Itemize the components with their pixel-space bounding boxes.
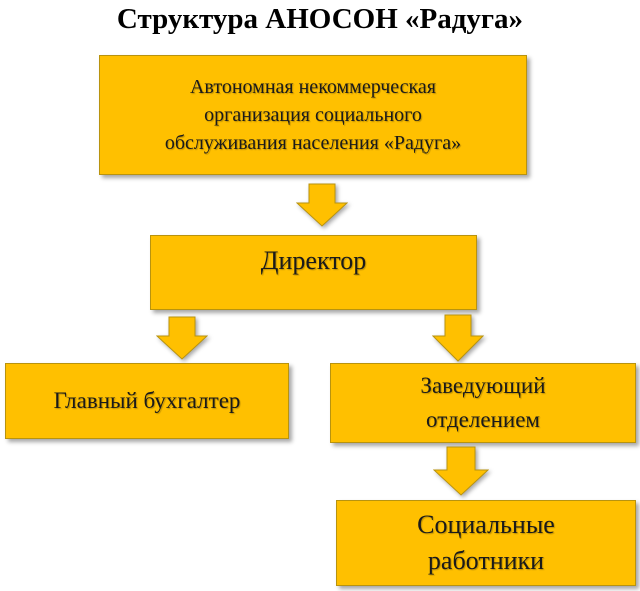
node-director: Директор bbox=[150, 235, 477, 310]
node-organization-label: Автономная некоммерческая организация со… bbox=[164, 76, 462, 154]
node-chief-accountant: Главный бухгалтер bbox=[5, 363, 289, 439]
arrow-org-to-director bbox=[296, 183, 348, 227]
node-chief-accountant-label: Главный бухгалтер bbox=[53, 388, 241, 413]
node-social-workers-label: Социальные работники bbox=[417, 510, 555, 575]
arrow-director-to-accountant bbox=[156, 316, 208, 360]
node-social-workers: Социальные работники bbox=[336, 500, 636, 586]
node-department-head-label: Заведующий отделением bbox=[420, 373, 546, 432]
node-organization: Автономная некоммерческая организация со… bbox=[99, 55, 527, 175]
node-director-label: Директор bbox=[260, 246, 367, 275]
diagram-title: Структура АНОСОН «Радуга» bbox=[116, 3, 524, 35]
arrow-department-head-to-social-workers bbox=[433, 446, 489, 496]
arrow-director-to-department-head bbox=[432, 314, 484, 362]
node-department-head: Заведующий отделением bbox=[330, 363, 636, 443]
